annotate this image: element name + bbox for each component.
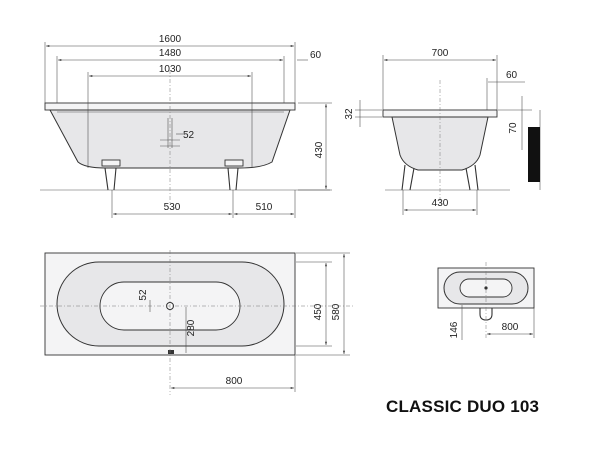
dim-length-bottom: 1030 [159, 64, 182, 75]
dim-foot-width: 430 [432, 198, 449, 209]
dim-top-outer-width: 580 [331, 303, 342, 320]
small-waste [484, 286, 488, 290]
side-waste [160, 118, 180, 148]
dim-top-inner-width: 450 [313, 303, 324, 320]
side-view: 1600 1480 1030 60 52 430 530 510 [40, 34, 332, 218]
side-foot-left [104, 167, 117, 191]
dim-top-waste-position: 800 [226, 376, 243, 387]
top-overflow [168, 350, 174, 354]
side-foot-right [227, 167, 239, 191]
dim-small-waste-position: 800 [502, 322, 519, 333]
dim-end-rim-offset: 60 [506, 70, 518, 81]
dim-rim-thickness: 32 [344, 108, 355, 120]
end-foot-right [465, 164, 479, 191]
dim-top-waste-edge: 280 [186, 319, 197, 336]
dim-length-inner: 1480 [159, 48, 182, 59]
panel-block [528, 127, 540, 182]
dim-height: 430 [314, 141, 325, 158]
dim-length-overall: 1600 [159, 34, 182, 45]
dim-top-waste-offset: 52 [138, 289, 149, 301]
dim-small-drain-depth: 146 [449, 321, 460, 338]
dim-waste-height: 52 [183, 130, 195, 141]
product-title: CLASSIC DUO 103 [386, 397, 539, 416]
dim-foot-offset: 510 [256, 202, 273, 213]
end-view: 700 60 32 70 430 [344, 48, 541, 215]
dim-end-width: 700 [432, 48, 449, 59]
dim-rim-offset: 60 [310, 50, 322, 61]
dim-foot-spacing: 530 [164, 202, 181, 213]
end-foot-left [401, 164, 415, 191]
dim-rim-height: 70 [508, 122, 519, 134]
small-view: 146 800 [437, 262, 535, 340]
top-view: 52 280 450 580 800 [40, 250, 355, 395]
